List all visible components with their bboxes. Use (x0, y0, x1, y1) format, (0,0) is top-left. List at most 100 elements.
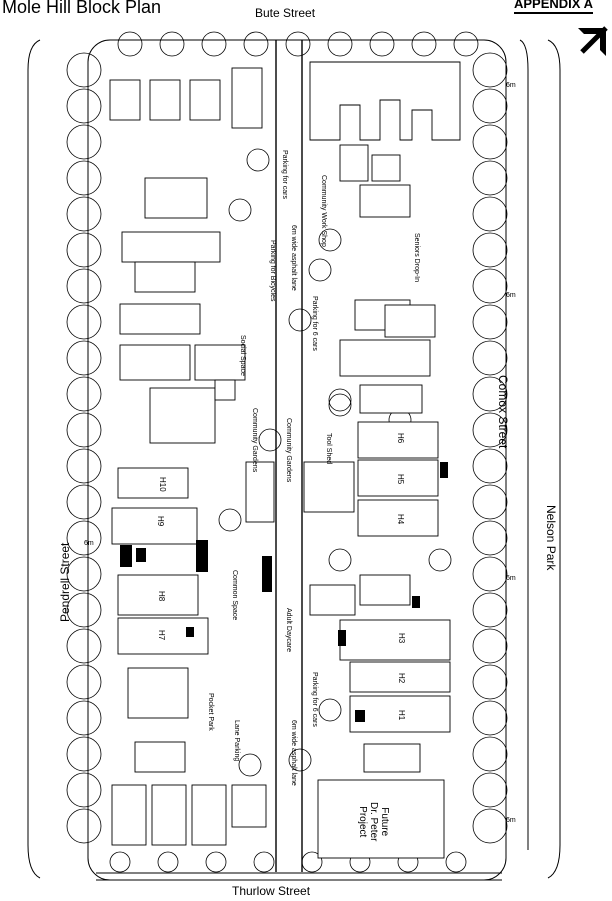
feature-label: Parking for 6 cars (311, 296, 318, 351)
north-arrow-icon (578, 26, 608, 56)
tree-canopy (66, 700, 102, 736)
tree-canopy (66, 196, 102, 232)
tree-canopy (66, 124, 102, 160)
tree-canopy (157, 851, 179, 873)
tree-canopy (285, 31, 311, 57)
tree-canopy (66, 628, 102, 664)
feature-label: Social Space (239, 335, 246, 376)
tree-canopy (66, 304, 102, 340)
building (144, 177, 208, 219)
tree-canopy (246, 148, 270, 172)
building (359, 574, 411, 606)
lane-label-north: 6m wide asphalt lane (290, 225, 297, 291)
trees-group (66, 31, 508, 873)
tree-canopy (472, 412, 508, 448)
building (149, 387, 216, 444)
tree-canopy (472, 772, 508, 808)
feature-label: Lane Parking (233, 720, 240, 762)
house-h1 (349, 695, 451, 733)
tree-canopy (117, 31, 143, 57)
tree-canopy (228, 198, 252, 222)
pendrell-curb (27, 39, 41, 879)
future-line: Dr. Peter (368, 802, 379, 842)
building (339, 339, 431, 377)
tree-canopy (472, 556, 508, 592)
house-label-h9: H9 (156, 516, 165, 527)
tree-canopy (318, 698, 342, 722)
house-label-h6: H6 (396, 433, 405, 444)
feature-label: Parking for cars (281, 150, 288, 200)
tree-canopy (328, 548, 352, 572)
dimension-label: 6m (506, 82, 516, 89)
tree-canopy (472, 124, 508, 160)
dimension-label: 6m (506, 575, 516, 582)
building (149, 79, 181, 121)
future-line: Future (379, 807, 390, 837)
tree-canopy (66, 52, 102, 88)
building (359, 384, 423, 414)
tree-canopy (258, 428, 282, 452)
house-h2 (349, 661, 451, 693)
tree-canopy (66, 772, 102, 808)
tree-canopy (66, 412, 102, 448)
street-label-bute: Bute Street (255, 6, 316, 20)
tree-canopy (66, 268, 102, 304)
tree-canopy (472, 52, 508, 88)
house-label-h2: H2 (397, 673, 406, 684)
tree-canopy (243, 31, 269, 57)
building (245, 461, 275, 523)
house-label-h7: H7 (157, 630, 166, 641)
feature-label: Common Space (231, 570, 238, 621)
building (384, 304, 436, 338)
tree-canopy (472, 232, 508, 268)
comox-curb (547, 39, 561, 879)
tree-canopy (472, 340, 508, 376)
tree-canopy (66, 376, 102, 412)
tree-canopy (288, 748, 312, 772)
building (119, 344, 191, 381)
tree-canopy (66, 160, 102, 196)
house-h9 (111, 507, 198, 545)
tree-canopy (66, 592, 102, 628)
building (189, 79, 221, 121)
building (121, 231, 221, 263)
tree-canopy (66, 664, 102, 700)
street-label-pendrell: Pendrell Street (58, 542, 72, 622)
tree-canopy (66, 340, 102, 376)
building (214, 379, 236, 401)
tree-canopy (66, 232, 102, 268)
building (309, 584, 356, 616)
street-label-comox: Comox Street (496, 375, 510, 449)
tree-canopy (205, 851, 227, 873)
tree-canopy (445, 851, 467, 873)
building (371, 154, 401, 182)
tree-canopy (369, 31, 395, 57)
tree-canopy (308, 258, 332, 282)
house-h3 (339, 619, 451, 661)
building (231, 67, 263, 129)
tree-canopy (328, 393, 352, 417)
tree-canopy (472, 196, 508, 232)
feature-label: Parking for Bicycles (269, 240, 276, 302)
tree-canopy (453, 31, 479, 57)
house-h4 (357, 499, 439, 537)
building (111, 784, 147, 846)
tree-canopy (201, 31, 227, 57)
house-label-h4: H4 (396, 514, 405, 525)
nelson-edge (519, 39, 529, 850)
tree-canopy (66, 556, 102, 592)
building (231, 784, 267, 828)
tree-canopy (472, 484, 508, 520)
tree-canopy (472, 268, 508, 304)
tree-canopy (288, 308, 312, 332)
tree-canopy (472, 628, 508, 664)
future-dr-peter-site (317, 779, 445, 859)
building (134, 261, 196, 293)
tree-canopy (66, 520, 102, 556)
street-label-thurlow: Thurlow Street (232, 884, 311, 898)
appendix-label: APPENDIX A (514, 0, 593, 14)
house-label-h1: H1 (397, 710, 406, 721)
future-project-label: Future Dr. Peter Project (357, 802, 390, 841)
building (359, 184, 411, 218)
